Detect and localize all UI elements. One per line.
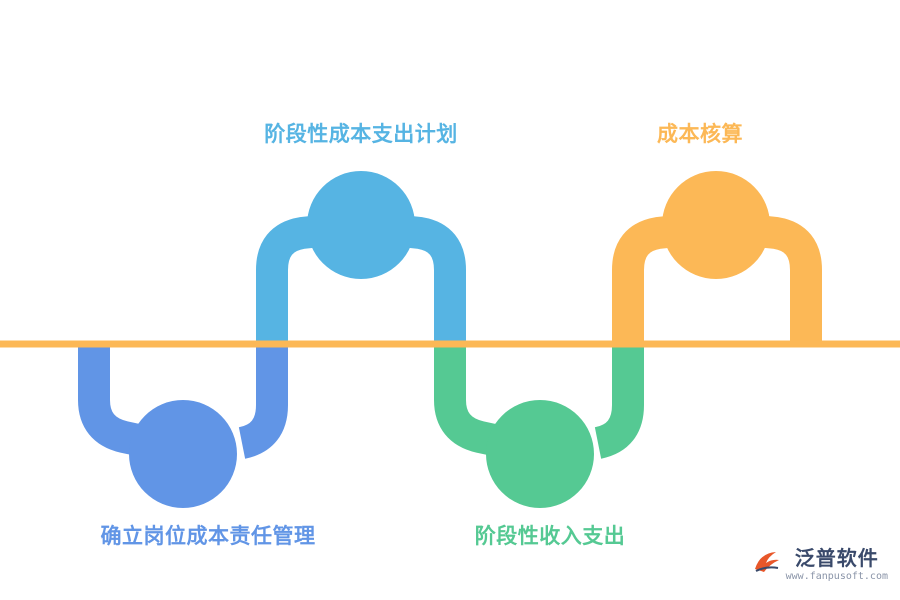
step-4-label: 成本核算 — [657, 122, 743, 146]
step-1-node — [129, 400, 237, 508]
step-2-node — [307, 171, 415, 279]
step-2-label: 阶段性成本支出计划 — [264, 122, 458, 146]
brand-logo: 泛普软件 www.fanpusoft.com — [752, 542, 888, 582]
logo-name: 泛普软件 — [794, 546, 879, 570]
fanpu-logo-icon — [754, 552, 779, 572]
step-4-connector — [612, 214, 822, 345]
step-1-label: 确立岗位成本责任管理 — [100, 524, 316, 548]
step-3-label: 阶段性收入支出 — [474, 524, 626, 548]
step-1-connector — [78, 343, 288, 459]
logo-url: www.fanpusoft.com — [785, 571, 888, 582]
step-3-connector — [434, 343, 644, 459]
step-3-node — [486, 400, 594, 508]
step-2-connector — [256, 214, 466, 345]
step-4-node — [662, 171, 770, 279]
